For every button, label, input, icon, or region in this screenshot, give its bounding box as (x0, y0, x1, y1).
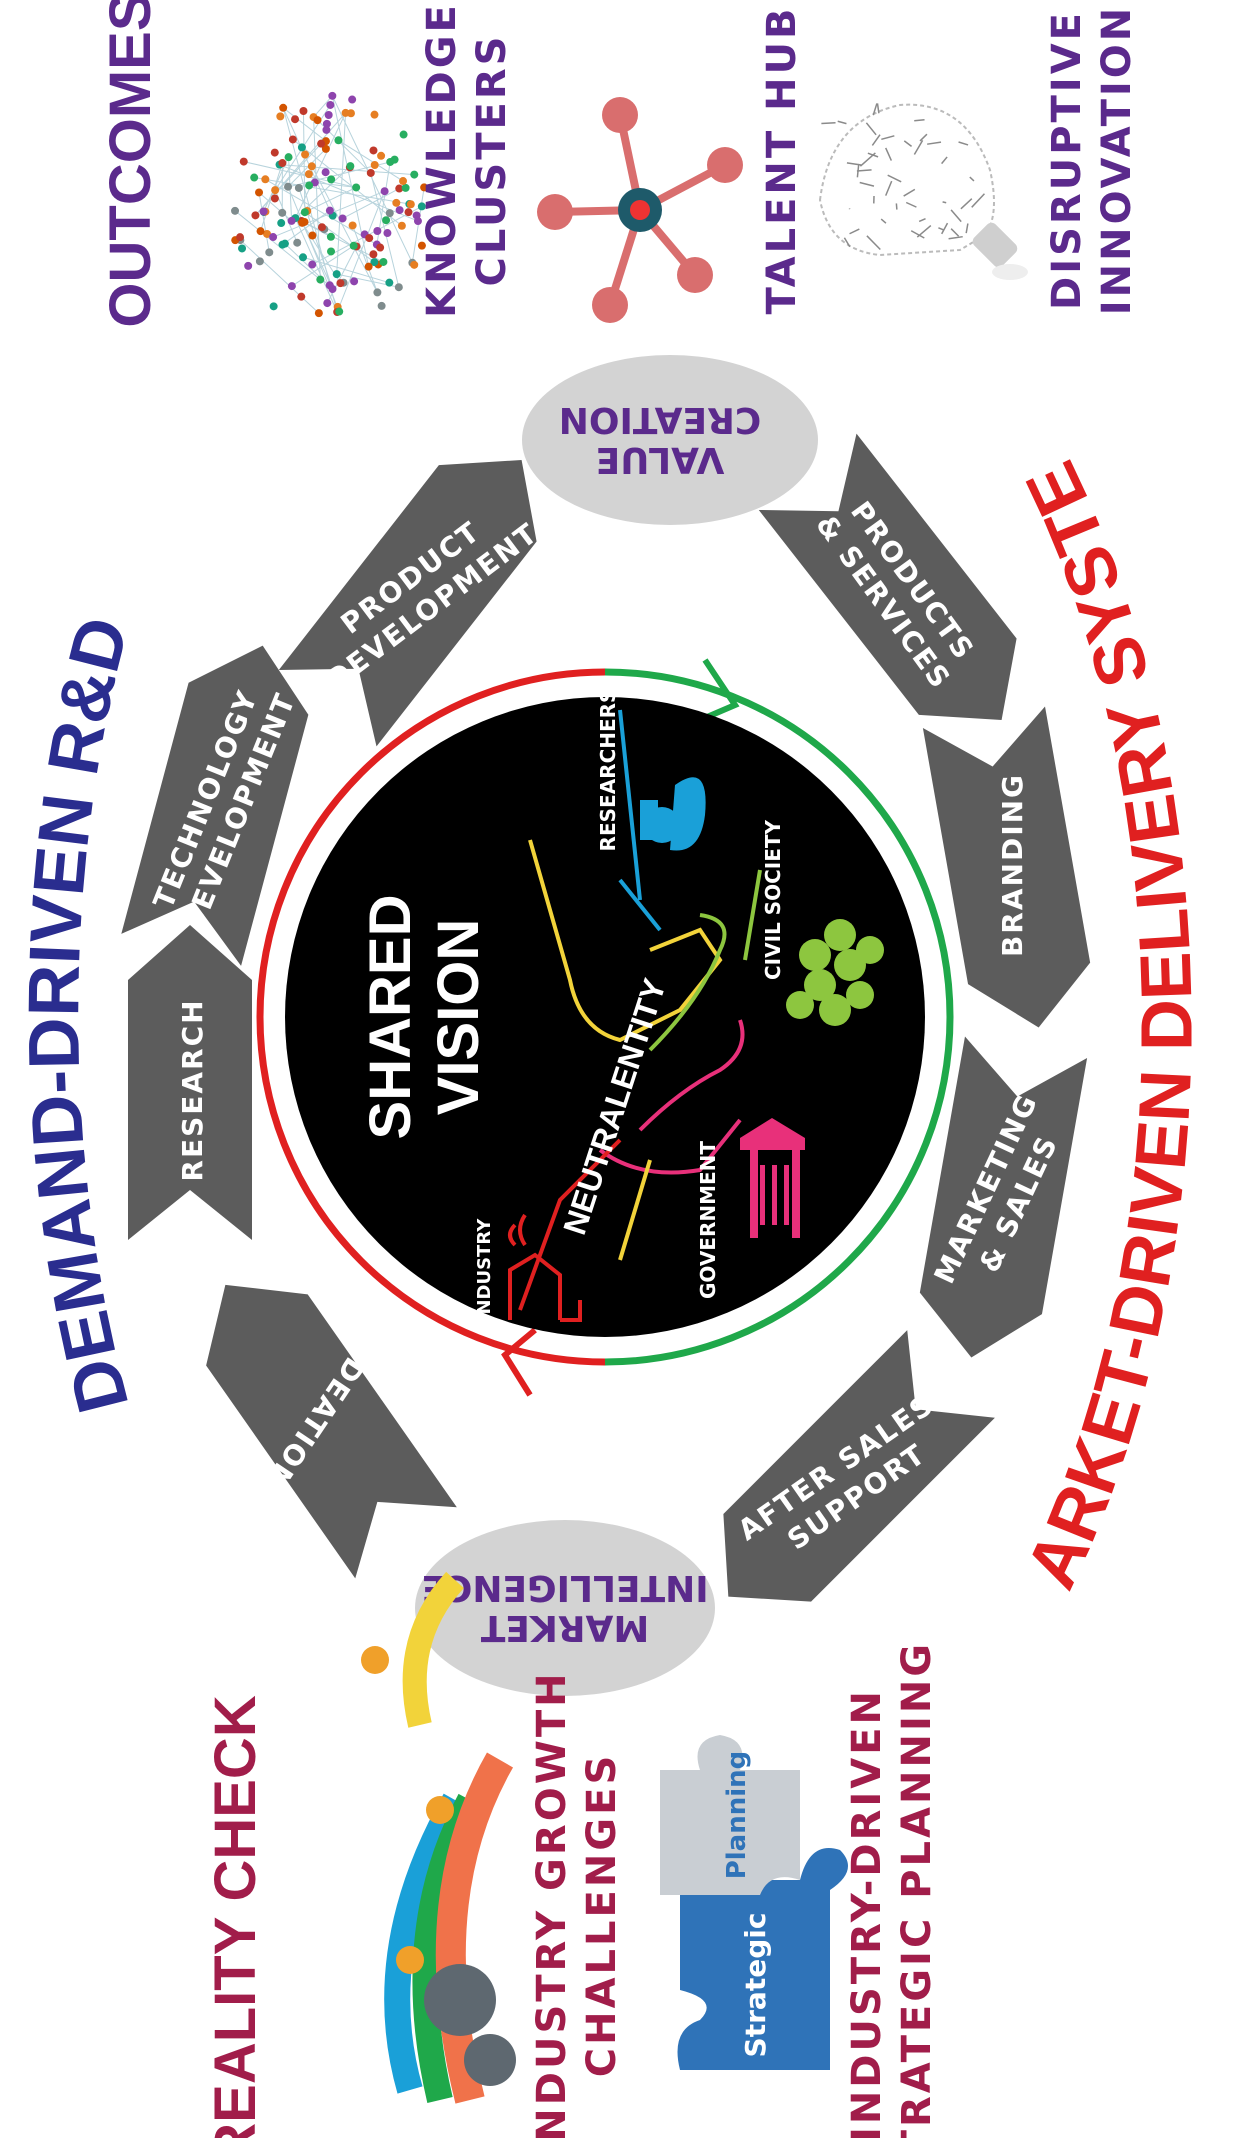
step-arrow-shape (758, 433, 1017, 721)
step-arrow-shape (121, 645, 309, 966)
shared-vision-label: SHARED VISION (358, 895, 491, 1140)
value-creation-oval: VALUE CREATION (522, 355, 818, 525)
step-marketing-sales: MARKETING& SALES (919, 1036, 1088, 1358)
government-icon (740, 1118, 805, 1238)
outcome-disruptive-innovation: DISRUPTIVE INNOVATION (1044, 5, 1140, 316)
step-research: RESEARCH (128, 925, 252, 1240)
reality-industry-growth: INDUSTRY GROWTH CHALLENGES (529, 1670, 625, 2138)
reality-line: STRATEGIC PLANNING (894, 1641, 940, 2138)
reality-line: INDUSTRY GROWTH (529, 1670, 575, 2138)
step-arrow-shape (723, 1330, 995, 1602)
outcome-line: DISRUPTIVE (1044, 10, 1090, 310)
industry-icon (508, 1213, 582, 1322)
step-label: BRANDING (996, 773, 1029, 957)
step-branding: BRANDING (922, 706, 1091, 1028)
step-label: RESEARCH (176, 998, 209, 1181)
reality-line: INDUSTRY-DRIVEN (844, 1688, 890, 2138)
civil-society-label: CIVIL SOCIETY (761, 819, 785, 980)
step-arrow-shape (206, 1284, 457, 1579)
reality-strategic-planning: INDUSTRY-DRIVEN STRATEGIC PLANNING (844, 1641, 940, 2138)
puzzle-piece-label: Planning (722, 1751, 752, 1880)
demand-driven-title: DEMAND-DRIVEN R&D (14, 609, 144, 1420)
outcome-knowledge-clusters: KNOWLEDGE CLUSTERS (419, 2, 515, 318)
oval-line: VALUE (596, 439, 725, 480)
step-arrow-shape (278, 459, 537, 747)
cycle-arrow-red (501, 1327, 537, 1397)
knowledge-clusters-icon (231, 91, 429, 318)
step-arrow-shape (922, 706, 1091, 1028)
step-arrow-shape (128, 925, 252, 1240)
puzzle-icon: Strategic Planning (660, 1735, 848, 2070)
reality-check-heading: REALITY CHECK (203, 1695, 268, 2138)
industry-label: INDUSTRY (474, 1218, 495, 1321)
step-ideation: IDEATION (206, 1284, 457, 1579)
reality-line: CHALLENGES (579, 1753, 625, 2078)
oval-line: MARKET (480, 1607, 649, 1648)
shared-vision-line: SHARED (358, 895, 423, 1140)
cycle-arrow-green (698, 658, 740, 723)
outcomes-heading: OUTCOMES (98, 0, 163, 328)
researcher-icon (640, 777, 706, 851)
oval-line: INTELLIGENCE (421, 1567, 708, 1608)
lightbulb-icon (818, 103, 1028, 280)
step-arrow-shape (919, 1036, 1088, 1358)
growth-arrows-icon (361, 1571, 516, 2104)
step-products-services: PRODUCTS& SERVICES (758, 433, 1017, 721)
outcome-line: TALENT HUB (759, 5, 805, 314)
government-label: GOVERNMENT (696, 1141, 720, 1299)
market-intelligence-oval: MARKET INTELLIGENCE (415, 1520, 715, 1696)
researchers-label: RESEARCHERS (596, 689, 620, 852)
talent-hub-icon (537, 97, 743, 323)
outcome-line: KNOWLEDGE (419, 2, 465, 318)
civil-society-icon (786, 919, 884, 1026)
puzzle-piece-label: Strategic (739, 1913, 772, 2058)
oval-line: CREATION (559, 399, 761, 440)
cycle-ring (256, 658, 954, 1397)
outcome-talent-hub: TALENT HUB (759, 5, 805, 314)
shared-vision-line: VISION (426, 919, 491, 1116)
outcome-line: INNOVATION (1094, 5, 1140, 316)
handshake-icon (518, 709, 762, 1311)
outcome-line: CLUSTERS (469, 34, 515, 287)
